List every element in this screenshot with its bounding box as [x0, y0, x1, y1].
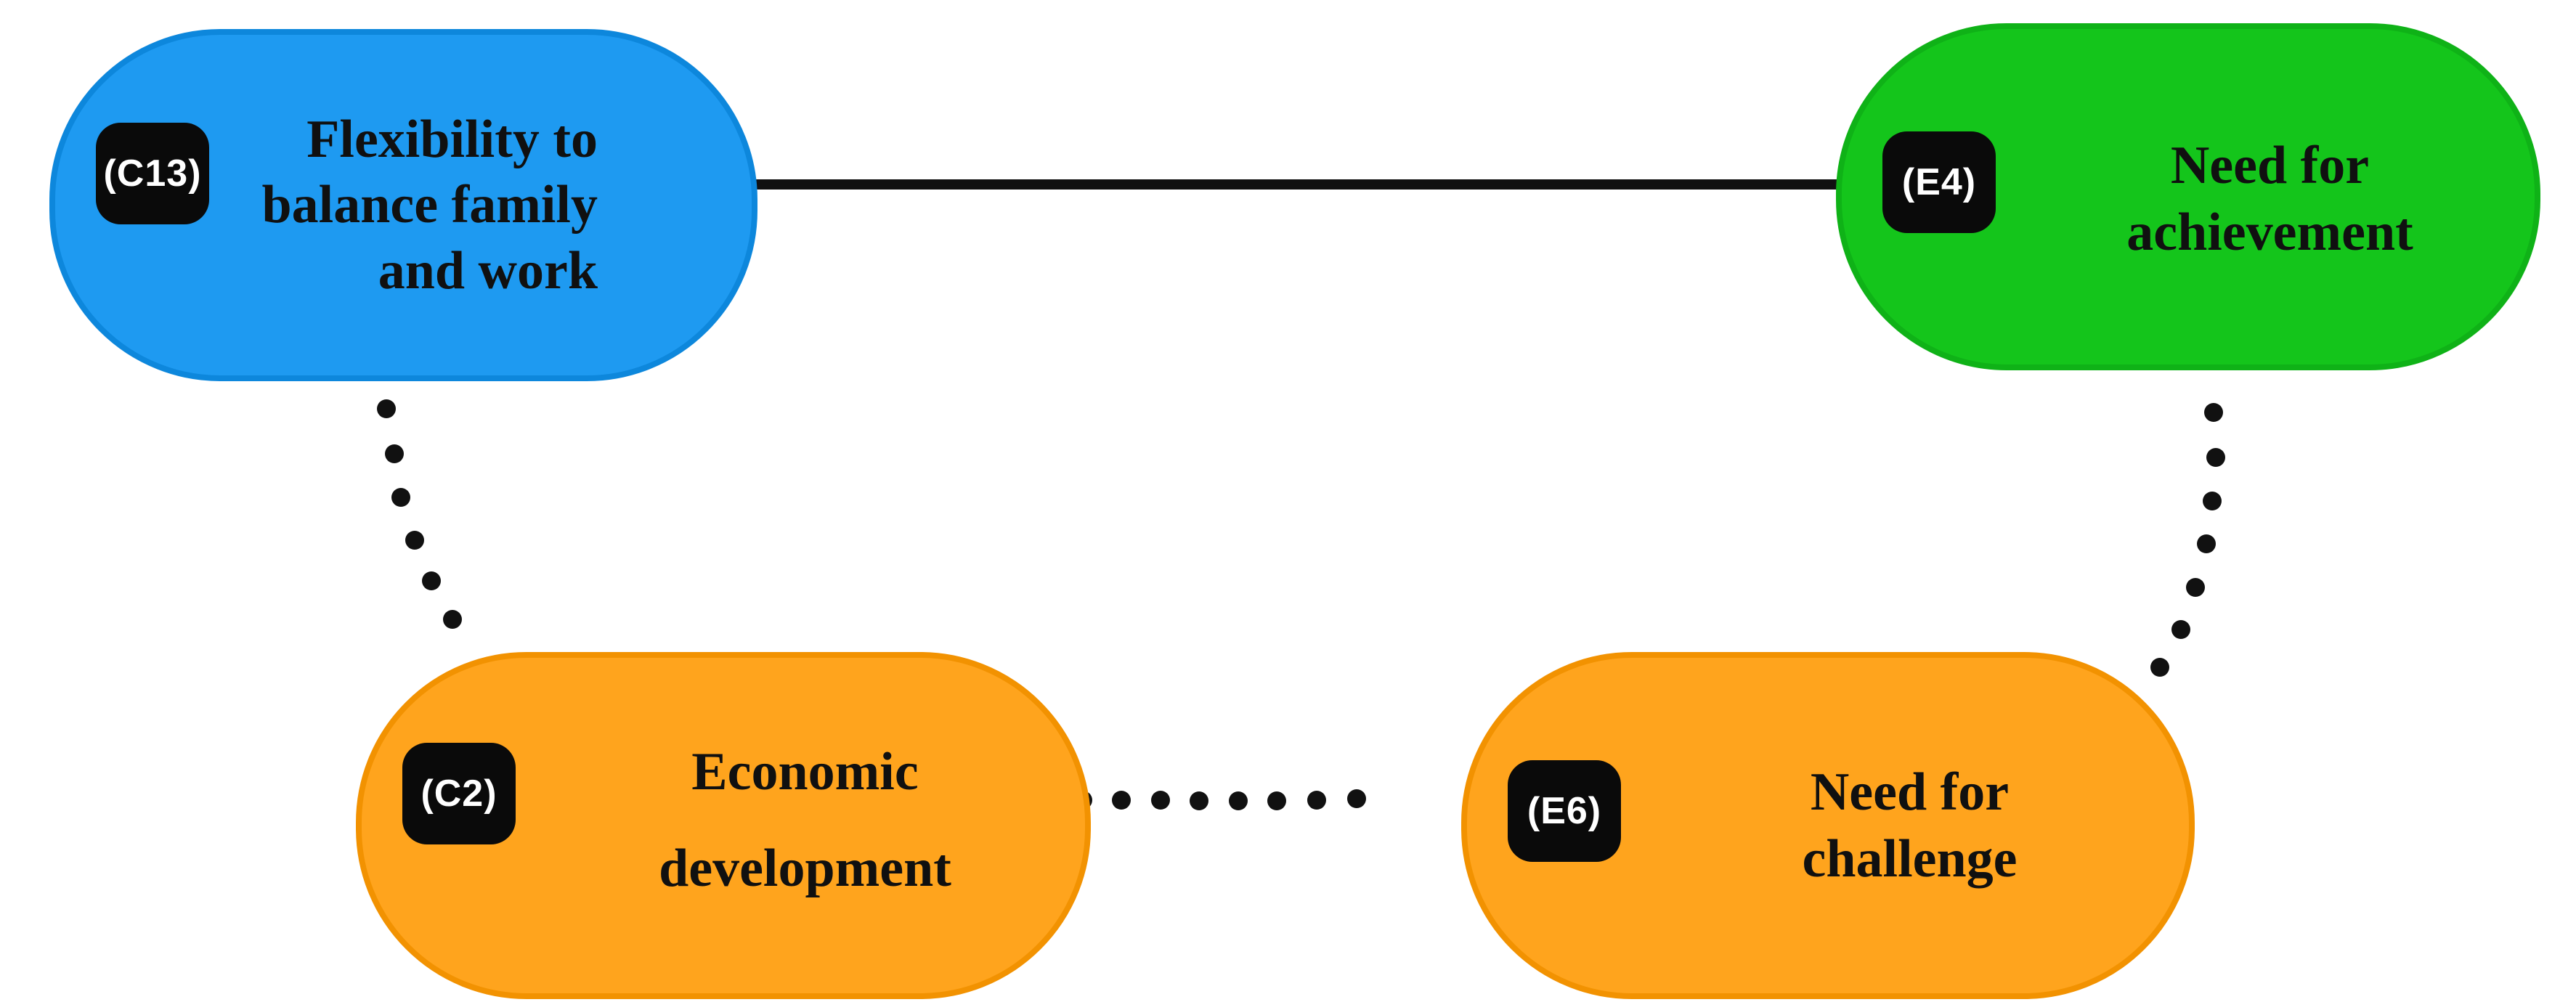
node-e4-label: Need for achievement: [2126, 135, 2413, 263]
node-e4-need-for-achievement: (E4) Need for achievement: [1836, 23, 2540, 370]
node-e6-need-for-challenge: (E6) Need for challenge: [1461, 652, 2195, 999]
node-e6-label: Need for challenge: [1802, 762, 2018, 889]
node-e6-badge: (E6): [1508, 760, 1621, 862]
node-c13-label: Flexibility to balance family and work: [261, 110, 598, 301]
node-c2-badge: (C2): [402, 743, 516, 844]
edge-e4-e6: [2150, 403, 2225, 677]
node-c2-economic-development: (C2) Economic development: [356, 652, 1091, 999]
edge-c2-e6: [1073, 789, 1366, 810]
node-c13-flexibility: (C13) Flexibility to balance family and …: [49, 29, 757, 381]
node-c2-label: Economic development: [659, 741, 951, 898]
node-e4-badge: (E4): [1882, 131, 1996, 233]
node-c13-badge: (C13): [96, 122, 209, 224]
edge-c13-c2: [377, 399, 462, 629]
